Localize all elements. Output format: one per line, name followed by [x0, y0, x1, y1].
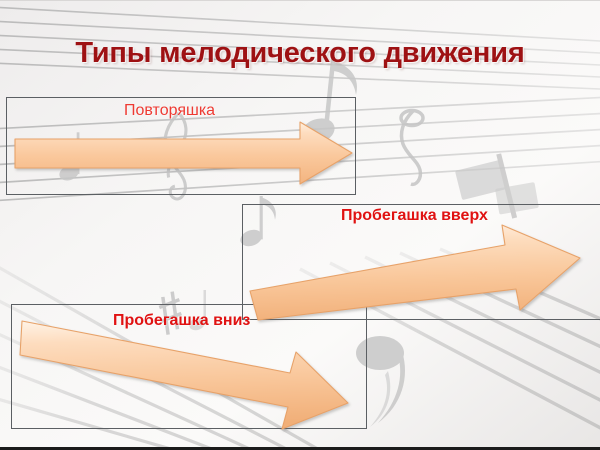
label-run-down: Пробегашка вниз — [113, 312, 251, 329]
content-box-repeat — [6, 97, 356, 195]
page-title: Типы мелодического движения — [75, 37, 525, 69]
label-repeat: Повторяшка — [124, 102, 216, 119]
label-run-up: Пробегашка вверх — [341, 207, 488, 224]
treble-clef-icon-2 — [399, 108, 425, 187]
